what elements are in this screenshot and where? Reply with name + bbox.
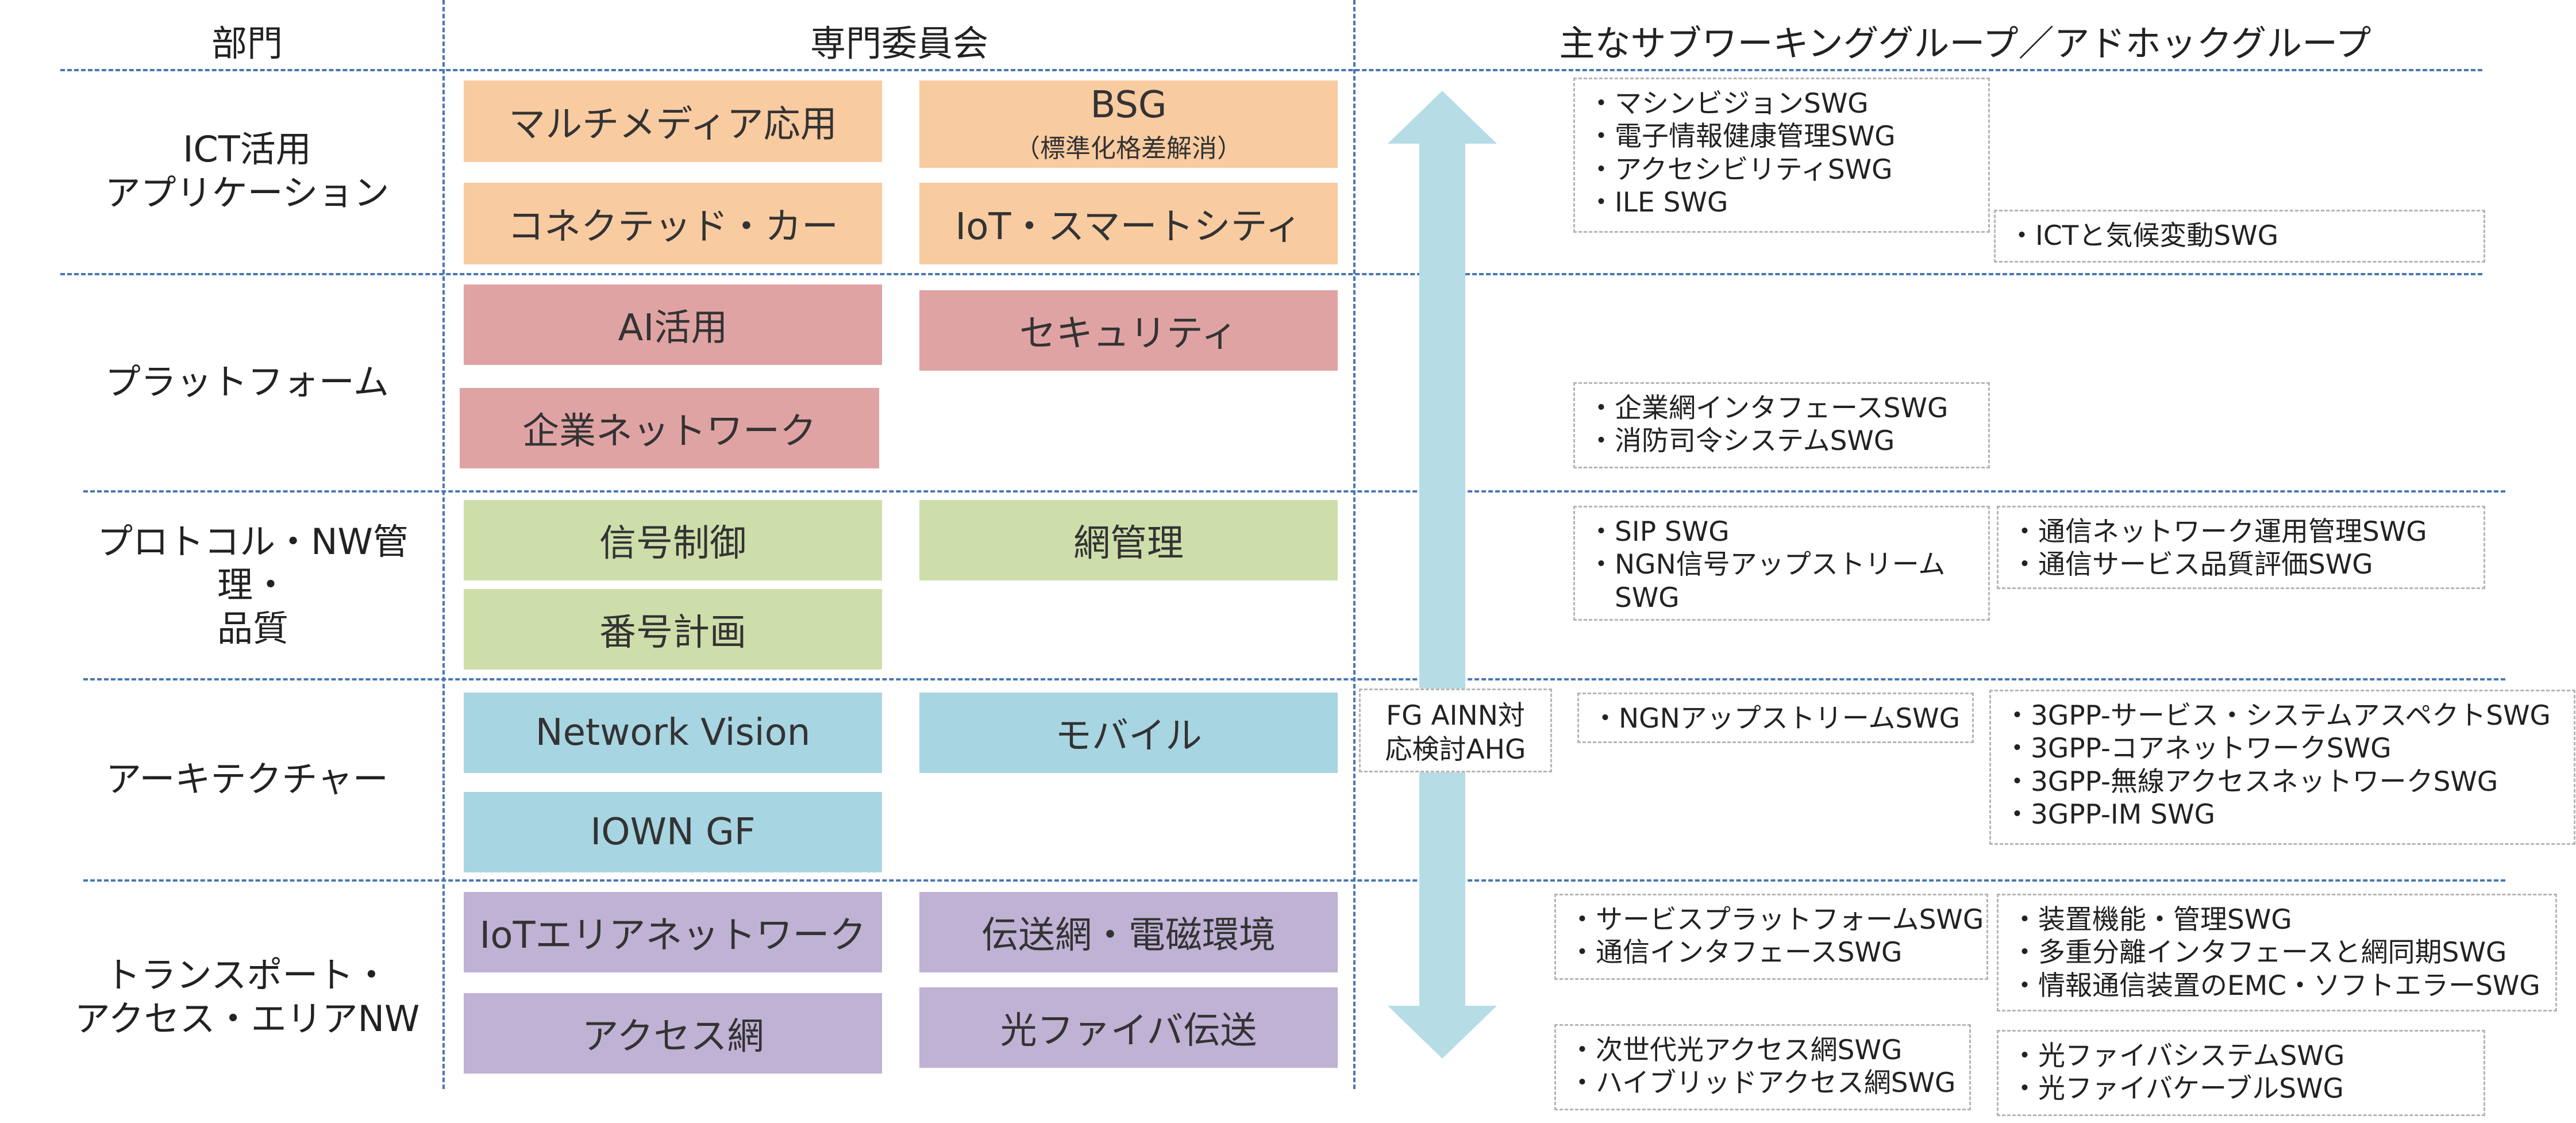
wg-box-platform: ・企業網インタフェースSWG ・消防司令システムSWG <box>1573 382 1990 468</box>
committee-network-management[interactable]: 網管理 <box>919 500 1338 580</box>
header-working-groups: 主なサブワーキンググループ／アドホックグループ <box>1559 22 2371 64</box>
division-label-transport: トランスポート・ アクセス・エリアNW <box>74 954 420 1040</box>
committee-connected-car[interactable]: コネクテッド・カー <box>464 183 882 264</box>
divider-header <box>60 69 2482 71</box>
divider-3 <box>83 678 2505 680</box>
wg-box-protocol-sip: ・SIP SWG ・NGN信号アップストリーム SWG <box>1573 506 1990 621</box>
committee-iown-gf[interactable]: IOWN GF <box>464 792 882 872</box>
committee-mobile[interactable]: モバイル <box>919 693 1338 773</box>
division-label-ict: ICT活用 アプリケーション <box>105 128 390 214</box>
wg-box-protocol-quality: ・通信ネットワーク運用管理SWG ・通信サービス品質評価SWG <box>1997 506 2485 589</box>
committee-numbering[interactable]: 番号計画 <box>464 589 882 670</box>
committee-access-network[interactable]: アクセス網 <box>464 993 882 1074</box>
committee-security[interactable]: セキュリティ <box>919 290 1338 371</box>
divider-2 <box>83 490 2505 493</box>
committee-ai[interactable]: AI活用 <box>464 284 882 365</box>
wg-box-ict-climate: ・ICTと気候変動SWG <box>1994 210 2485 263</box>
division-label-platform: プラットフォーム <box>105 361 390 403</box>
division-label-protocol: プロトコル・NW管理・ 品質 <box>97 520 409 649</box>
header-division: 部門 <box>211 22 283 64</box>
committee-iot-area-network[interactable]: IoTエリアネットワーク <box>464 892 882 972</box>
wg-box-transport-equipment: ・装置機能・管理SWG ・多重分離インタフェースと網同期SWG ・情報通信装置の… <box>1997 894 2557 1012</box>
header-committee: 専門委員会 <box>810 22 988 64</box>
double-arrow-icon <box>1388 91 1497 1059</box>
vdivider-left <box>442 0 445 1089</box>
committee-signaling[interactable]: 信号制御 <box>464 500 882 580</box>
wg-box-arch-3gpp: ・3GPP-サービス・システムアスペクトSWG ・3GPP-コアネットワークSW… <box>1989 690 2575 845</box>
committee-transmission-emc[interactable]: 伝送網・電磁環境 <box>919 892 1338 972</box>
divider-4 <box>83 879 2505 882</box>
wg-box-transport-service: ・サービスプラットフォームSWG ・通信インタフェースSWG <box>1554 894 1988 980</box>
wg-box-arch-ngn: ・NGNアップストリームSWG <box>1577 693 1974 743</box>
committee-multimedia[interactable]: マルチメディア応用 <box>464 80 882 162</box>
committee-iot-smartcity[interactable]: IoT・スマートシティ <box>919 183 1338 264</box>
wg-box-transport-access: ・次世代光アクセス網SWG ・ハイブリッドアクセス網SWG <box>1554 1024 1971 1110</box>
vdivider-right <box>1353 0 1356 1089</box>
committee-enterprise-network[interactable]: 企業ネットワーク <box>460 388 879 468</box>
committee-bsg[interactable]: BSG （標準化格差解消） <box>919 80 1338 168</box>
wg-box-transport-fiber: ・光ファイバシステムSWG ・光ファイバケーブルSWG <box>1997 1030 2485 1116</box>
wg-box-ict-main: ・マシンビジョンSWG ・電子情報健康管理SWG ・アクセシビリティSWG ・I… <box>1573 78 1990 233</box>
ahg-fg-ainn-box: FG AINN対 応検討AHG <box>1359 689 1552 772</box>
committee-network-vision[interactable]: Network Vision <box>464 693 882 773</box>
division-label-architecture: アーキテクチャー <box>106 758 388 801</box>
divider-1 <box>60 273 2482 275</box>
committee-optical-fiber[interactable]: 光ファイバ伝送 <box>919 987 1338 1068</box>
